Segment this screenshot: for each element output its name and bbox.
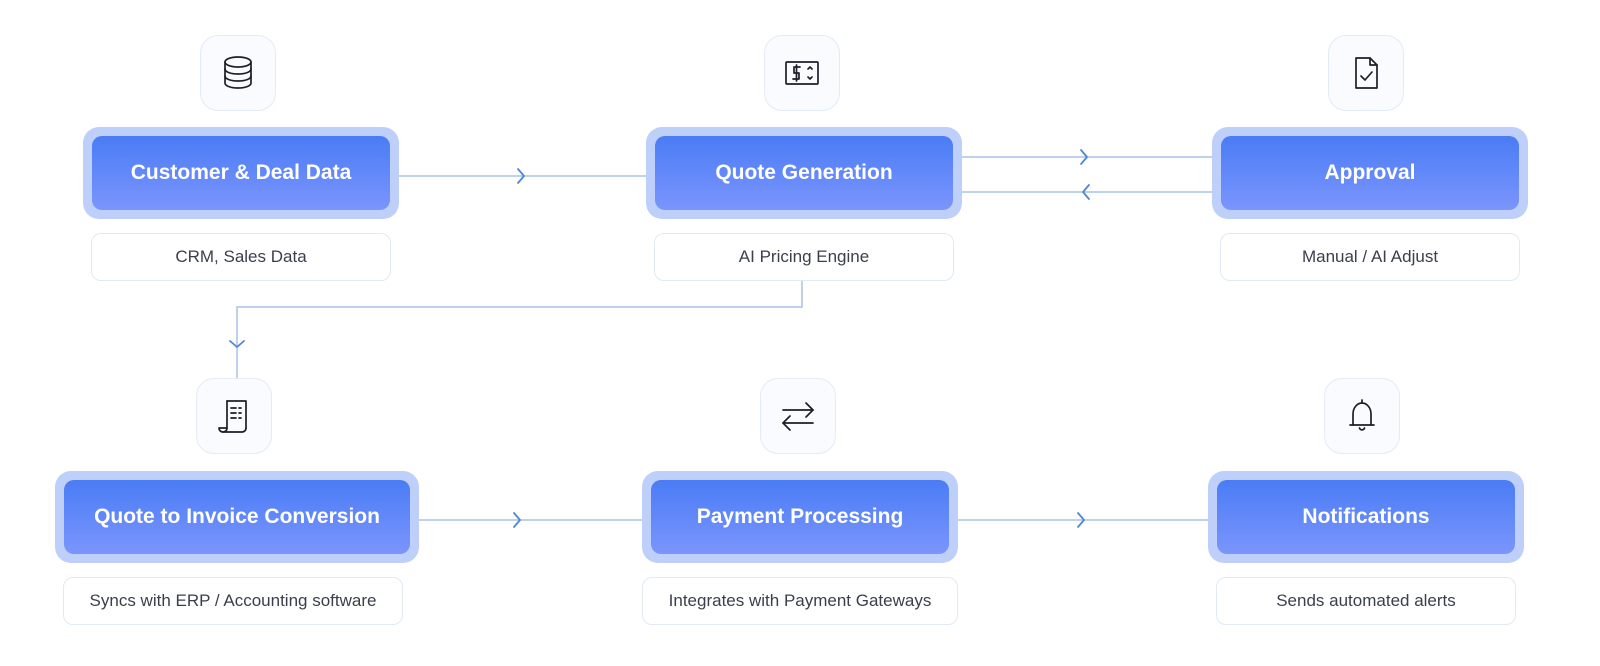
node-caption: Sends automated alerts xyxy=(1216,577,1516,625)
node-caption: Manual / AI Adjust xyxy=(1220,233,1520,281)
node-payment-processing: Payment Processing xyxy=(642,471,958,563)
transfer-arrows-icon xyxy=(782,402,814,431)
database-icon-tile xyxy=(200,35,276,111)
node-caption: AI Pricing Engine xyxy=(654,233,954,281)
node-title: Customer & Deal Data xyxy=(92,136,390,210)
bell-icon-tile xyxy=(1324,378,1400,454)
arrowhead-right xyxy=(1080,149,1088,165)
node-title: Quote Generation xyxy=(655,136,953,210)
arrowhead-down xyxy=(229,340,245,348)
node-approval: Approval xyxy=(1212,127,1528,219)
node-quote-to-invoice: Quote to Invoice Conversion xyxy=(55,471,419,563)
bell-icon xyxy=(1349,399,1375,431)
arrowhead-right xyxy=(513,512,521,528)
node-title: Notifications xyxy=(1217,480,1515,554)
dollar-tag-icon xyxy=(785,61,819,85)
edge-quote-to-invoice xyxy=(236,281,803,378)
document-check-icon-tile xyxy=(1328,35,1404,111)
node-caption: Syncs with ERP / Accounting software xyxy=(63,577,403,625)
node-quote-generation: Quote Generation xyxy=(646,127,962,219)
dollar-tag-icon-tile xyxy=(764,35,840,111)
node-caption: Integrates with Payment Gateways xyxy=(642,577,958,625)
node-notifications: Notifications xyxy=(1208,471,1524,563)
transfer-arrows-icon-tile xyxy=(760,378,836,454)
receipt-icon xyxy=(218,400,247,433)
node-title: Payment Processing xyxy=(651,480,949,554)
node-title: Quote to Invoice Conversion xyxy=(64,480,410,554)
arrowhead-right xyxy=(517,168,525,184)
node-caption: CRM, Sales Data xyxy=(91,233,391,281)
receipt-icon-tile xyxy=(196,378,272,454)
arrowhead-right xyxy=(1077,512,1085,528)
database-icon xyxy=(224,56,252,89)
node-title: Approval xyxy=(1221,136,1519,210)
document-check-icon xyxy=(1355,57,1378,89)
arrowhead-left xyxy=(1082,184,1090,200)
node-customer-deal-data: Customer & Deal Data xyxy=(83,127,399,219)
